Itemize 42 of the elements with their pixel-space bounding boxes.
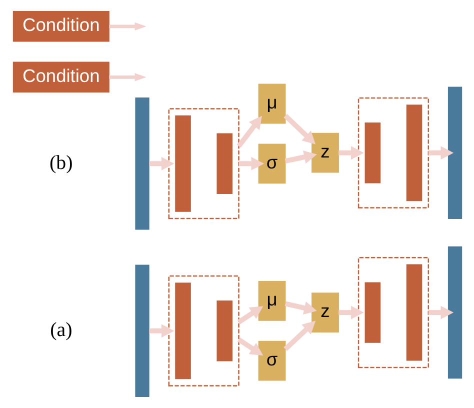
arrow [428,306,454,320]
arrow [148,156,174,170]
node-bar [364,282,380,343]
node-box: Condition [12,11,109,42]
arrow [283,114,316,144]
arrow [284,301,316,315]
node-box: z [311,132,338,173]
label: (b) [49,152,72,174]
arrow [236,116,262,148]
arrow [338,146,364,160]
arrow [283,320,316,351]
arrow [428,146,454,160]
node-bar [174,115,190,212]
cluster [168,108,239,220]
arrow [236,306,263,324]
arrow [108,73,146,82]
node-bar [447,246,462,379]
label: (a) [50,319,72,342]
node-box: μ [258,280,286,321]
arrow [236,337,263,356]
arrow [148,324,174,338]
node-bar [406,264,422,361]
cluster [168,275,239,386]
node-box: σ [258,340,286,381]
node-bar [174,282,190,380]
node-bar [134,264,149,397]
arrow [284,150,316,164]
cluster [357,97,429,208]
node-box: σ [258,144,286,184]
node-bar [134,98,149,230]
arrow [108,22,146,30]
node-box: μ [258,84,286,124]
node-box: z [311,292,338,333]
node-bar [364,122,380,184]
node-bar [447,86,462,219]
node-bar [216,133,232,194]
arrow [238,156,264,170]
arrow [338,306,364,320]
cluster [357,257,429,368]
node-box: Condition [12,62,109,93]
node-bar [216,300,232,362]
node-bar [406,104,422,202]
